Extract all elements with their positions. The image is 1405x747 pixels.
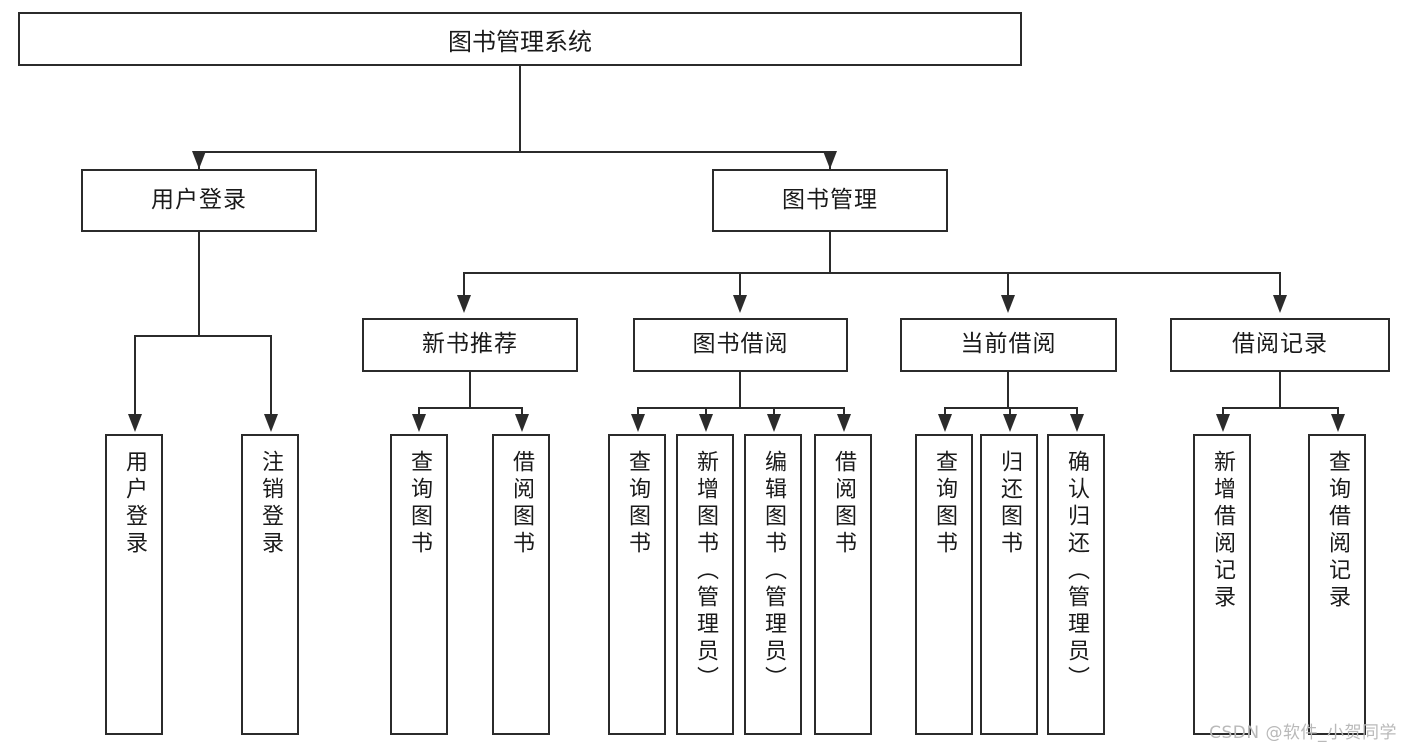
edge-userlogin-drop-1 [134,335,136,417]
edge-userlogin-drop-2 [270,335,272,417]
leaf-node-query-borrow-record[interactable]: 查询借阅记录 [1308,434,1366,735]
edge-borrowrecord-stem [1279,372,1281,408]
leaf-node-user-login[interactable]: 用户登录 [105,434,163,735]
leaf-label: 借阅图书 [831,450,856,558]
node-label: 用户登录 [151,186,247,213]
node-label: 图书管理系统 [448,27,592,56]
edge-bookborrow-drop-2 [705,407,707,417]
edge-userlogin-stem [198,232,200,336]
edge-bookborrow-drop-3 [773,407,775,417]
edge-level2-bus [198,151,831,153]
node-borrow-record[interactable]: 借阅记录 [1170,318,1390,372]
leaf-label: 编辑图书（管理员） [761,450,786,693]
edge-newbook-stem [469,372,471,408]
arrowhead-borrow-record [1273,295,1287,313]
edge-currentborrow-drop-3 [1076,407,1078,417]
node-new-book-recommendation[interactable]: 新书推荐 [362,318,578,372]
edge-newbook-drop-2 [521,407,523,417]
arrowhead-leaf-borrow-book-2 [837,414,851,432]
leaf-node-add-borrow-record[interactable]: 新增借阅记录 [1193,434,1251,735]
arrowhead-leaf-borrow-book-1 [515,414,529,432]
arrowhead-leaf-return-book [1003,414,1017,432]
edge-bookmanage-stem [829,232,831,273]
arrowhead-leaf-query-book-3 [938,414,952,432]
edge-bookborrow-stem [739,372,741,408]
edge-newbook-bus [418,407,521,409]
node-label: 图书管理 [782,186,878,213]
node-label: 图书借阅 [692,331,789,358]
edge-level3-drop-book-borrow [739,272,741,297]
arrowhead-leaf-user-logout [264,414,278,432]
node-book-management[interactable]: 图书管理 [712,169,948,232]
arrowhead-leaf-query-book-1 [412,414,426,432]
leaf-label: 用户登录 [122,450,147,558]
leaf-node-confirm-return-admin[interactable]: 确认归还（管理员） [1047,434,1105,735]
arrowhead-book-borrow [733,295,747,313]
arrowhead-user-login [192,151,206,169]
edge-level3-drop-current-borrow [1007,272,1009,297]
edge-root-stem [519,66,521,152]
leaf-label: 查询图书 [625,450,650,558]
leaf-label: 新增借阅记录 [1210,450,1235,612]
leaf-label: 借阅图书 [509,450,534,558]
arrowhead-leaf-edit-book [767,414,781,432]
node-root-book-management-system[interactable]: 图书管理系统 [18,12,1022,66]
edge-userlogin-bus [134,335,270,337]
leaf-node-borrow-book-newbook[interactable]: 借阅图书 [492,434,550,735]
arrowhead-book-manage [823,151,837,169]
leaf-node-edit-book-admin[interactable]: 编辑图书（管理员） [744,434,802,735]
arrowhead-leaf-user-login [128,414,142,432]
arrowhead-leaf-query-book-2 [631,414,645,432]
node-current-borrow[interactable]: 当前借阅 [900,318,1117,372]
arrowhead-current-borrow [1001,295,1015,313]
leaf-label: 新增图书（管理员） [693,450,718,693]
leaf-node-query-book-newbook[interactable]: 查询图书 [390,434,448,735]
edge-level3-drop-borrow-record [1279,272,1281,297]
edge-currentborrow-stem [1007,372,1009,408]
leaf-node-query-book-current[interactable]: 查询图书 [915,434,973,735]
node-label: 新书推荐 [422,331,518,358]
leaf-label: 归还图书 [997,450,1022,558]
edge-currentborrow-drop-2 [1009,407,1011,417]
edge-newbook-drop-1 [418,407,420,417]
node-user-login[interactable]: 用户登录 [81,169,317,232]
edge-borrowrecord-bus [1222,407,1337,409]
node-label: 当前借阅 [960,331,1057,358]
leaf-node-user-logout[interactable]: 注销登录 [241,434,299,735]
arrowhead-leaf-add-record [1216,414,1230,432]
arrowhead-leaf-confirm-return [1070,414,1084,432]
leaf-node-add-book-admin[interactable]: 新增图书（管理员） [676,434,734,735]
arrowhead-new-book-rec [457,295,471,313]
leaf-node-query-book-borrow[interactable]: 查询图书 [608,434,666,735]
leaf-label: 注销登录 [258,450,283,558]
leaf-label: 查询图书 [932,450,957,558]
leaf-label: 查询图书 [407,450,432,558]
edge-bookborrow-drop-1 [637,407,639,417]
arrowhead-leaf-add-book [699,414,713,432]
node-label: 借阅记录 [1232,331,1328,358]
leaf-node-return-book[interactable]: 归还图书 [980,434,1038,735]
edge-bookborrow-drop-4 [843,407,845,417]
edge-level3-drop-new-book [463,272,465,297]
edge-borrowrecord-drop-2 [1337,407,1339,417]
leaf-label: 查询借阅记录 [1325,450,1350,612]
leaf-label: 确认归还（管理员） [1064,450,1089,693]
node-book-borrow[interactable]: 图书借阅 [633,318,848,372]
leaf-node-borrow-book-borrow[interactable]: 借阅图书 [814,434,872,735]
edge-currentborrow-drop-1 [944,407,946,417]
edge-level3-bus [463,272,1281,274]
edge-borrowrecord-drop-1 [1222,407,1224,417]
edge-bookborrow-bus [637,407,843,409]
arrowhead-leaf-query-record [1331,414,1345,432]
